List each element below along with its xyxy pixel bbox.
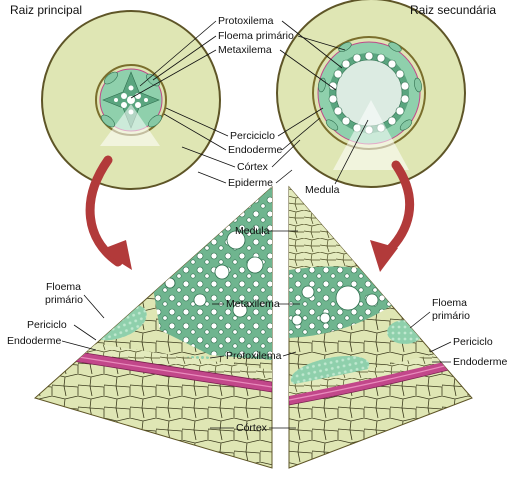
title-secondary-root: Raiz secundária <box>410 3 496 17</box>
label-periciclo-top: Perciciclo <box>230 130 275 142</box>
label-cortex-top: Córtex <box>237 161 269 173</box>
label-periciclo-left: Periciclo <box>27 319 67 331</box>
label-cortex-mid: Córtex <box>236 422 268 434</box>
middle-labels: Medula Metaxilema Protoxilema Córtex <box>209 225 300 434</box>
primary-root-detail-wedge <box>33 185 273 469</box>
secondary-root-cross-section <box>276 0 466 188</box>
left-side-labels: Floema primário Periciclo Endoderme <box>7 281 105 351</box>
label-epiderme: Epiderme <box>228 177 273 189</box>
top-labels: Protoxilema Floema primário Metaxilema P… <box>130 15 369 196</box>
title-primary-root: Raiz principal <box>10 3 82 17</box>
secondary-root-detail-wedge <box>288 185 473 469</box>
label-floema-right-2: primário <box>432 310 470 322</box>
primary-root-cross-section <box>41 10 221 190</box>
label-endoderme-left: Endoderme <box>7 335 61 347</box>
arrow-left <box>85 155 132 270</box>
label-periciclo-right: Periciclo <box>453 336 493 348</box>
label-floema-right-1: Floema <box>432 297 467 309</box>
right-side-labels: Floema primário Periciclo Endoderme <box>409 297 507 368</box>
label-endoderme-right: Endoderme <box>453 356 507 368</box>
label-metaxilema-top: Metaxilema <box>218 44 272 56</box>
label-medula-mid: Medula <box>235 225 270 237</box>
label-protoxilema-top: Protoxilema <box>218 15 274 27</box>
label-metaxilema-mid: Metaxilema <box>226 298 280 310</box>
label-floema-left-1: Floema <box>46 281 81 293</box>
arrow-right <box>370 160 415 272</box>
label-floema-left-2: primário <box>45 294 83 306</box>
label-medula-top: Medula <box>305 184 340 196</box>
label-protoxilema-mid: Protoxilema <box>226 350 282 362</box>
label-floema-primario-top: Floema primário <box>218 30 294 42</box>
label-endoderme-top: Endoderme <box>228 144 282 156</box>
